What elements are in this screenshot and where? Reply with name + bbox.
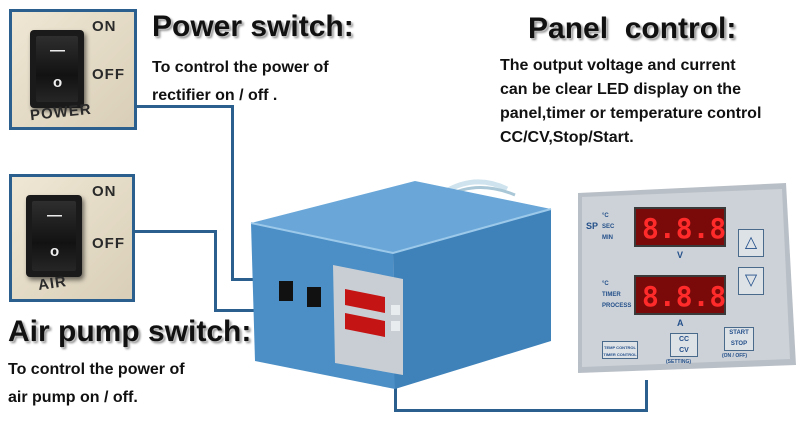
down-button[interactable]: ▽ xyxy=(738,267,764,295)
air-rocker-off-mark: o xyxy=(50,243,60,260)
stop-label: STOP xyxy=(730,341,748,347)
power-rocker-switch: — o xyxy=(30,30,84,108)
voltage-display-value: 8.8.8 xyxy=(642,212,727,245)
power-connector-line xyxy=(231,105,234,281)
panel-bottom-indicators: °C TIMER PROCESS xyxy=(602,279,631,312)
indicator-label: TIMER xyxy=(602,292,621,298)
up-button[interactable]: △ xyxy=(738,229,764,257)
power-desc-line: rectifier on / off . xyxy=(152,87,278,104)
air-desc-line: air pump on / off. xyxy=(8,389,138,406)
panel-control-description: The output voltage and current can be cl… xyxy=(500,54,761,150)
air-desc-line: To control the power of xyxy=(8,361,185,378)
air-switch-off-label: OFF xyxy=(92,235,125,252)
panel-desc-line: can be clear LED display on the xyxy=(500,81,741,98)
power-switch-off-label: OFF xyxy=(92,66,125,83)
current-unit-label: A xyxy=(677,318,684,328)
current-display-value: 8.8.8 xyxy=(642,280,727,313)
air-rocker-on-mark: — xyxy=(47,207,62,224)
air-rocker-face: — o xyxy=(32,201,76,271)
air-switch-name-label: AIR xyxy=(36,273,68,294)
power-switch-photo: — o ON OFF POWER xyxy=(9,9,137,130)
power-connector-line xyxy=(137,105,233,108)
setting-label: (SETTING) xyxy=(666,359,691,365)
power-switch-description: To control the power of rectifier on / o… xyxy=(152,56,329,108)
temp-timer-control-button[interactable]: TEMP CONTROL TIMER CONTROL xyxy=(602,341,638,359)
cc-cv-button[interactable]: CC CV xyxy=(670,333,698,357)
power-rocker-off-mark: o xyxy=(53,74,63,91)
power-rocker-face: — o xyxy=(36,36,78,102)
air-connector-line xyxy=(214,230,217,312)
air-switch-on-label: ON xyxy=(92,183,117,200)
indicator-label: MIN xyxy=(602,235,613,241)
start-label: START xyxy=(729,330,749,336)
indicator-label: SEC xyxy=(602,224,615,230)
indicator-label: °C xyxy=(602,281,609,287)
voltage-display: 8.8.8 xyxy=(634,207,726,247)
panel-desc-line: The output voltage and current xyxy=(500,57,736,74)
control-panel-closeup: SP °C SEC MIN 8.8.8 V °C TIMER PROCESS 8… xyxy=(574,183,798,373)
air-switch-photo: — o ON OFF AIR xyxy=(9,174,135,302)
panel-control-heading: Panel control: xyxy=(528,12,737,45)
power-desc-line: To control the power of xyxy=(152,59,329,76)
up-arrow-icon: △ xyxy=(744,234,758,251)
temp-control-label: TEMP CONTROL xyxy=(604,345,636,350)
air-pump-switch-description: To control the power of air pump on / of… xyxy=(8,358,185,410)
panel-sp-label: SP xyxy=(586,221,599,231)
down-arrow-icon: ▽ xyxy=(744,272,758,289)
power-rocker-on-mark: — xyxy=(50,42,65,59)
cv-label: CV xyxy=(679,347,689,354)
rectifier-device xyxy=(250,179,552,389)
air-connector-line xyxy=(135,230,217,233)
indicator-label: PROCESS xyxy=(602,303,632,309)
air-rocker-switch: — o xyxy=(26,195,82,277)
timer-control-label: TIMER CONTROL xyxy=(603,352,637,357)
voltage-unit-label: V xyxy=(677,250,684,260)
air-pump-switch-heading: Air pump switch: xyxy=(8,315,252,348)
panel-connector-line xyxy=(645,380,648,412)
cc-label: CC xyxy=(678,336,690,343)
panel-connector-line xyxy=(394,409,648,412)
power-switch-heading: Power switch: xyxy=(152,10,354,43)
power-switch-on-label: ON xyxy=(92,18,117,35)
current-display: 8.8.8 xyxy=(634,275,726,315)
panel-top-indicators: °C SEC MIN xyxy=(602,211,614,244)
on-off-label: (ON / OFF) xyxy=(722,353,747,359)
panel-desc-line: panel,timer or temperature control xyxy=(500,105,762,122)
start-stop-button[interactable]: START STOP xyxy=(724,327,754,351)
panel-desc-line: CC/CV,Stop/Start. xyxy=(500,129,634,146)
indicator-label: °C xyxy=(602,213,609,219)
